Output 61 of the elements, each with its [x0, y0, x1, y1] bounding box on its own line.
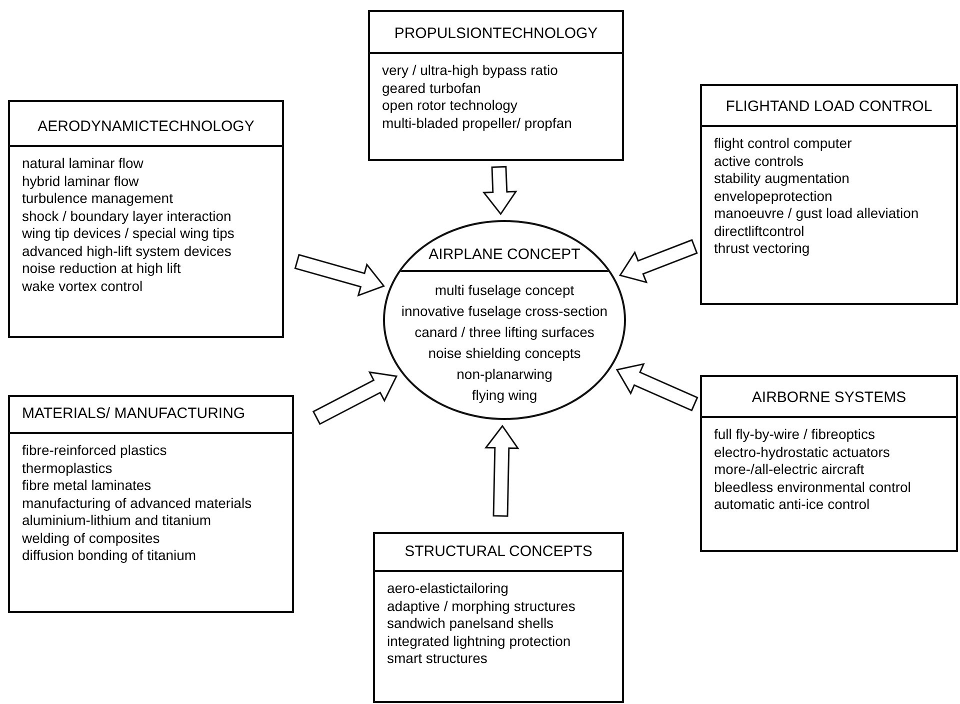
- category-box: [368, 10, 624, 161]
- list-item: multi fuselage concept: [434, 281, 574, 300]
- list-item: electro-hydrostatic actuators: [714, 444, 891, 461]
- list-item: sandwich panelsand shells: [387, 615, 555, 632]
- list-item: wing tip devices / special wing tips: [22, 225, 236, 242]
- list-item: aluminium-lithium and titanium: [22, 512, 212, 530]
- list-item: aero-elastictailoring: [387, 580, 510, 598]
- list-item: integrated lightning protection: [387, 632, 572, 650]
- list-item: multi-bladed propeller/ propfan: [382, 114, 573, 132]
- category-box: [373, 532, 624, 703]
- box-heading: AIRBORNE SYSTEMS: [752, 389, 906, 407]
- category-box: [700, 375, 958, 552]
- list-item: smart structures: [387, 650, 488, 668]
- list-item: stability augmentation: [714, 170, 850, 188]
- list-item: innovative fuselage cross-section: [401, 302, 608, 321]
- box-heading: FLIGHTAND LOAD CONTROL: [726, 98, 932, 116]
- box-heading: PROPULSIONTECHNOLOGY: [394, 25, 598, 43]
- list-item: automatic anti-ice control: [714, 496, 871, 514]
- list-item: open rotor technology: [382, 97, 518, 114]
- list-item: advanced high-lift system devices: [22, 242, 232, 260]
- list-item: geared turbofan: [382, 80, 482, 97]
- list-item: noise reduction at high lift: [22, 260, 182, 278]
- category-box: [700, 84, 958, 305]
- list-item: manufacturing of advanced materials: [22, 494, 253, 512]
- list-item: manoeuvre / gust load alleviation: [714, 205, 920, 222]
- hollow-arrow: [312, 371, 398, 426]
- category-box: [8, 395, 294, 613]
- hollow-arrow: [484, 424, 520, 517]
- list-item: non-planarwing: [456, 365, 552, 384]
- hollow-arrow: [482, 166, 518, 216]
- hollow-arrow: [618, 239, 698, 284]
- list-item: hybrid laminar flow: [22, 172, 140, 190]
- list-item: very / ultra-high bypass ratio: [382, 62, 559, 80]
- list-item: flight control computer: [714, 135, 853, 152]
- list-item: turbulence management: [22, 190, 174, 208]
- list-item: directliftcontrol: [714, 222, 806, 240]
- box-heading: MATERIALS/ MANUFACTURING: [22, 405, 246, 423]
- list-item: wake vortex control: [22, 278, 144, 295]
- box-heading: AIRPLANE CONCEPT: [428, 246, 580, 264]
- list-item: welding of composites: [22, 530, 161, 547]
- list-item: thrust vectoring: [714, 240, 811, 258]
- list-item: noise shielding concepts: [428, 344, 581, 363]
- list-item: envelopeprotection: [714, 188, 834, 205]
- list-item: full fly-by-wire / fibreoptics: [714, 426, 876, 444]
- list-item: canard / three lifting surfaces: [414, 323, 594, 342]
- box-heading: AERODYNAMICTECHNOLOGY: [38, 118, 254, 136]
- list-item: fibre-reinforced plastics: [22, 442, 168, 460]
- hollow-arrow: [616, 362, 698, 412]
- list-item: shock / boundary layer interaction: [22, 208, 232, 225]
- list-item: diffusion bonding of titanium: [22, 547, 198, 564]
- list-item: flying wing: [472, 386, 538, 405]
- list-item: active controls: [714, 152, 804, 170]
- box-heading: STRUCTURAL CONCEPTS: [404, 543, 592, 561]
- hollow-arrow: [294, 254, 386, 297]
- list-item: fibre metal laminates: [22, 477, 152, 494]
- list-item: more-/all-electric aircraft: [714, 461, 866, 478]
- list-item: thermoplastics: [22, 460, 114, 477]
- category-box: [8, 100, 284, 338]
- list-item: bleedless environmental control: [714, 478, 912, 496]
- list-item: natural laminar flow: [22, 155, 144, 172]
- list-item: adaptive / morphing structures: [387, 598, 576, 615]
